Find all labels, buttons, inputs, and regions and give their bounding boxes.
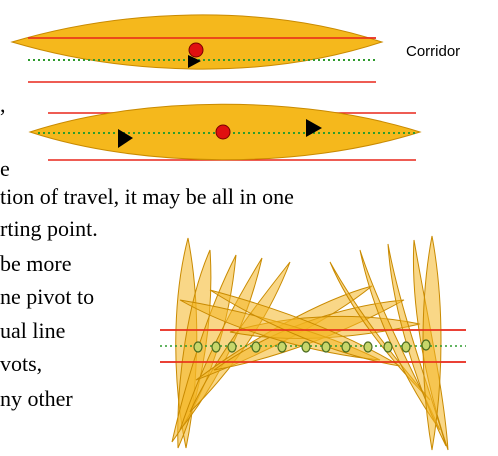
pivot-dot-icon — [215, 124, 231, 140]
diagram-middle — [28, 103, 422, 161]
corridor-label: Corridor — [406, 43, 461, 60]
diagram-fan — [160, 235, 466, 451]
direction-arrow-icon — [188, 55, 201, 68]
text-fragment: , — [0, 92, 6, 117]
pivot-circle-icon — [363, 341, 373, 353]
text-fragment: tion of travel, it may be all in one — [0, 184, 294, 209]
pivot-circle-icon — [301, 341, 311, 353]
text-fragment: e — [0, 156, 10, 181]
direction-arrow-icon — [306, 119, 322, 137]
pivot-circle-icon — [227, 341, 237, 353]
pivot-circle-icon — [251, 341, 261, 353]
text-fragment: ny other — [0, 386, 73, 411]
pivot-circle-icon — [321, 341, 331, 353]
leaf-shape — [422, 235, 442, 451]
pivot-circle-icon — [211, 341, 221, 353]
text-fragment: ual line — [0, 318, 66, 343]
pivot-circle-icon — [383, 341, 393, 353]
pivot-dot-icon — [188, 42, 204, 58]
lens-shape — [10, 14, 384, 70]
pivot-circle-icon — [341, 341, 351, 353]
leaf-shape — [387, 243, 447, 447]
text-fragment: ne pivot to — [0, 284, 95, 309]
pivot-circle-icon — [277, 341, 287, 353]
direction-arrow-icon — [118, 129, 133, 148]
diagram-top — [10, 14, 384, 83]
pivot-circle-icon — [401, 341, 411, 353]
pivot-circle-icon — [193, 341, 203, 353]
pivot-circle-icon — [421, 339, 431, 351]
text-fragment: rting point. — [0, 216, 98, 241]
text-fragment: be more — [0, 251, 72, 276]
text-fragment: vots, — [0, 351, 43, 376]
